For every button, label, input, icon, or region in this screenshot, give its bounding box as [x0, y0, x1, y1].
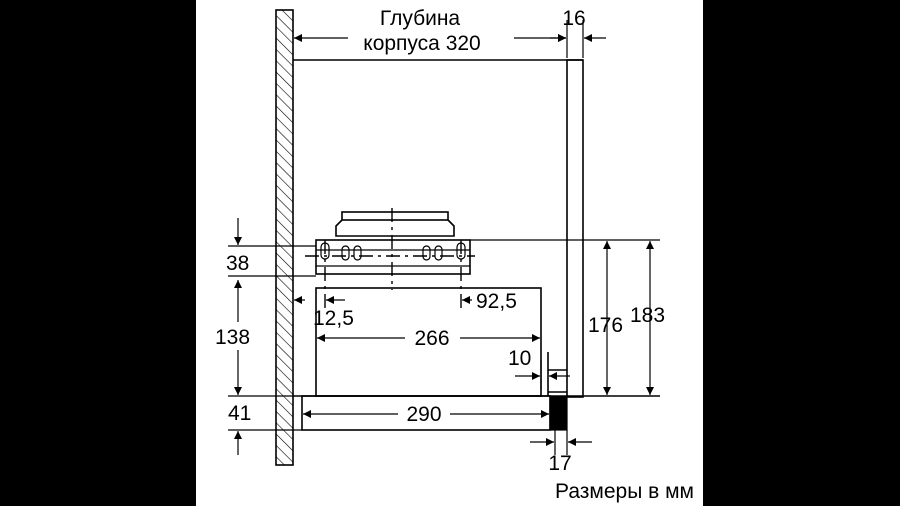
depth-label-line1: Глубина — [380, 7, 461, 30]
dim-17: 17 — [548, 452, 571, 475]
depth-label-line2: корпуса 320 — [363, 32, 480, 55]
dim-12-5: 12,5 — [313, 307, 354, 330]
dimension-arrows — [234, 34, 654, 455]
fan-unit — [305, 208, 475, 310]
dim-16: 16 — [562, 7, 585, 30]
dim-266: 266 — [414, 327, 449, 350]
units-note: Размеры в мм — [555, 480, 694, 503]
wall-hatched — [275, 9, 294, 466]
dim-92-5: 92,5 — [476, 290, 517, 313]
extension-lines — [228, 20, 660, 455]
dim-176: 176 — [588, 314, 623, 337]
dimension-drawing: Глубина корпуса 320 16 38 138 41 12,5 92… — [215, 7, 694, 503]
cabinet-outline — [293, 59, 584, 398]
dim-41: 41 — [228, 402, 251, 425]
front-visor — [293, 395, 660, 431]
dim-38: 38 — [226, 252, 249, 275]
dim-290: 290 — [406, 403, 441, 426]
dim-10: 10 — [508, 347, 531, 370]
dim-138: 138 — [215, 326, 250, 349]
dim-183: 183 — [630, 304, 665, 327]
drawing-canvas: Глубина корпуса 320 16 38 138 41 12,5 92… — [196, 0, 703, 506]
